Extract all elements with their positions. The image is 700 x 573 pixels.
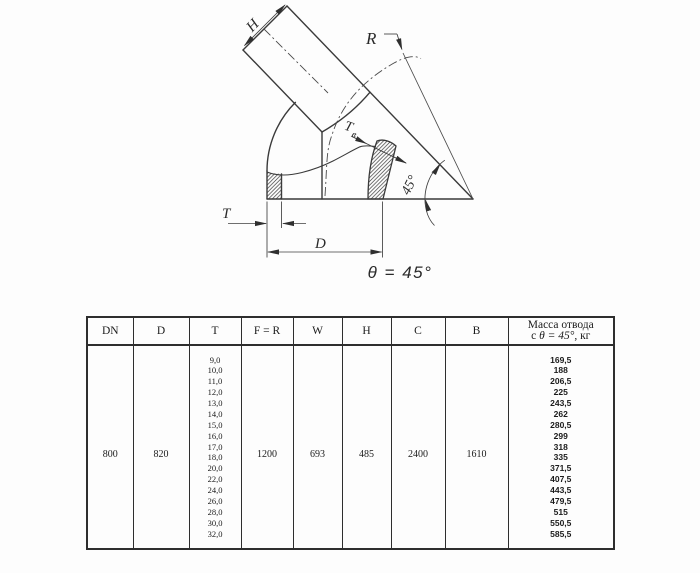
- dimensions-table: DN D T F = R W H C B Масса отвода с θ = …: [86, 316, 615, 550]
- dim-label-r: R: [365, 29, 377, 48]
- header-t: T: [188, 316, 242, 346]
- header-d: D: [132, 316, 190, 346]
- elbow-45-drawing: H R T в 45° T D: [222, 4, 474, 258]
- table-header-row: DN D T F = R W H C B Масса отвода с θ = …: [86, 316, 615, 346]
- radius-line: [402, 52, 474, 200]
- cell-dn: 800: [86, 344, 134, 550]
- theta-equation: θ = 45°: [367, 263, 433, 282]
- cell-w: 693: [292, 344, 343, 550]
- cell-h: 485: [341, 344, 392, 550]
- elbow-outline: [242, 5, 474, 200]
- dimension-lines: [228, 4, 446, 258]
- header-mass: Масса отвода с θ = 45°, кг: [507, 316, 615, 346]
- dim-label-t-inner: T в: [342, 119, 357, 141]
- header-w: W: [292, 316, 343, 346]
- inner-wall-section: [367, 139, 397, 200]
- header-h: H: [341, 316, 392, 346]
- cell-c: 2400: [390, 344, 446, 550]
- left-wall-section: [267, 172, 282, 199]
- dim-label-t: T: [222, 206, 232, 222]
- dim-label-45: 45°: [399, 173, 421, 198]
- header-f-r: F = R: [240, 316, 294, 346]
- dim-label-d: D: [314, 236, 326, 252]
- header-dn: DN: [86, 316, 134, 346]
- cell-d: 820: [132, 344, 190, 550]
- cell-b: 1610: [444, 344, 509, 550]
- header-b: B: [444, 316, 509, 346]
- svg-text:в: в: [350, 130, 357, 141]
- header-c: C: [390, 316, 446, 346]
- center-lines: [263, 28, 422, 197]
- cell-f-r: 1200: [240, 344, 294, 550]
